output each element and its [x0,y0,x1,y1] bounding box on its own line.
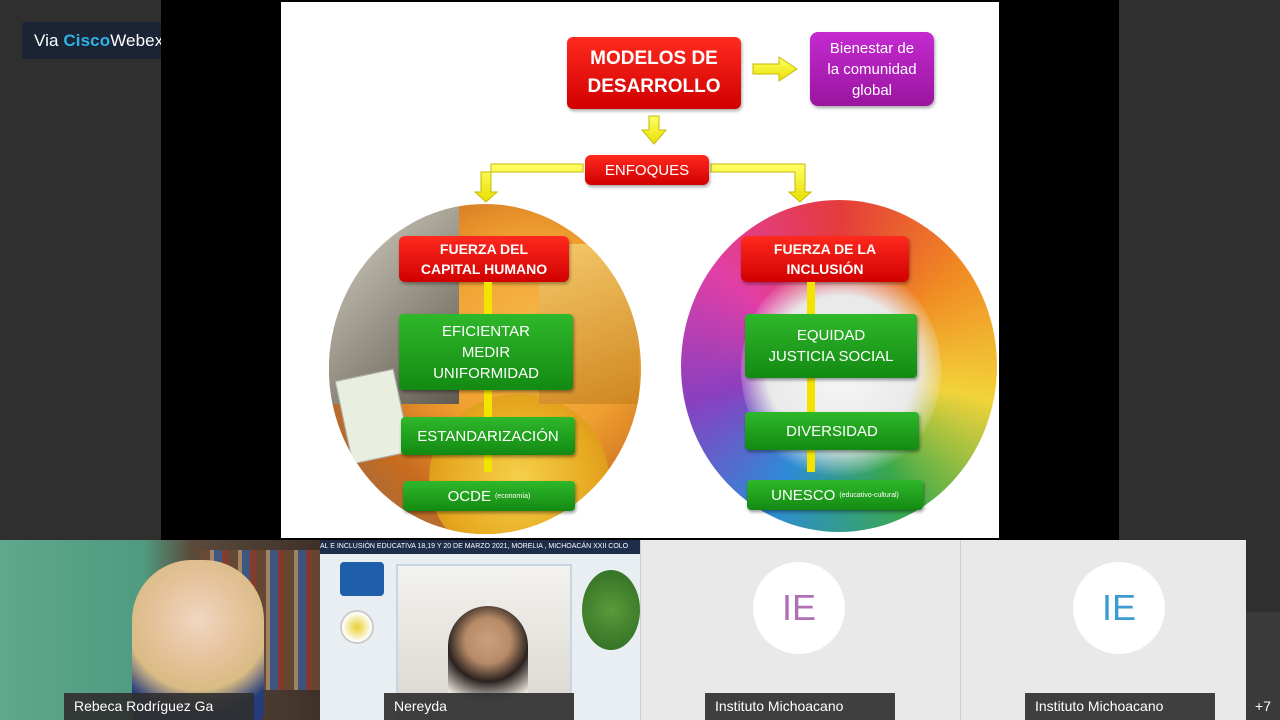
badge-brand: Cisco [63,31,111,50]
virtual-background-banner: AL E INCLUSIÓN EDUCATIVA 18,19 Y 20 DE M… [320,540,640,554]
capital-humano-title: FUERZA DEL CAPITAL HUMANO [399,236,569,282]
bracket-left-icon [473,163,584,203]
eficientar-box: EFICIENTAR MEDIR UNIFORMIDAD [399,314,573,390]
participant-name-label: Rebeca Rodríguez Ga [64,693,254,720]
badge-suffix: Webex [110,31,164,50]
equidad-box: EQUIDAD JUSTICIA SOCIAL [745,314,917,378]
participant-avatar: IE [1073,562,1165,654]
more-participants-button[interactable]: +7 [1246,612,1280,720]
participant-name-label: Instituto Michoacano [1025,693,1215,720]
diversidad-box: DIVERSIDAD [745,412,919,450]
modelos-desarrollo-box: MODELOS DE DESARROLLO [567,37,741,109]
participant-name-label: Instituto Michoacano [705,693,895,720]
arrow-right-icon [752,56,798,82]
logo-icon [340,562,384,596]
inclusion-title: FUERZA DE LA INCLUSIÓN [741,236,909,282]
participant-name-label: Nereyda [384,693,574,720]
ocde-label: OCDE [447,487,491,505]
arrow-down-icon [640,115,668,145]
via-webex-badge: Via CiscoWebex [22,22,188,59]
ocde-box: OCDE(economía) [403,481,575,511]
slide-connectors [473,56,813,203]
coffee-cup-icon [340,610,374,644]
estandarizacion-box: ESTANDARIZACIÓN [401,417,575,455]
badge-prefix: Via [34,31,64,50]
plant-icon [582,570,640,650]
participant-avatar: IE [753,562,845,654]
bienestar-box: Bienestar de la comunidad global [810,32,934,106]
unesco-box: UNESCO(educativo-cultural) [747,480,923,510]
enfoques-box: ENFOQUES [585,155,709,185]
participant-tile-4[interactable]: IE Instituto Michoacano [960,540,1246,720]
participant-tile-1[interactable]: Rebeca Rodríguez Ga [0,540,320,720]
ocde-note: (economía) [494,492,531,500]
unesco-label: UNESCO [771,486,836,504]
participant-tile-3[interactable]: IE Instituto Michoacano [640,540,960,720]
participant-tile-2[interactable]: AL E INCLUSIÓN EDUCATIVA 18,19 Y 20 DE M… [320,540,640,720]
presentation-slide: MODELOS DE DESARROLLO Bienestar de la co… [281,2,999,538]
unesco-note: (educativo-cultural) [839,491,899,499]
bracket-right-icon [710,163,813,203]
